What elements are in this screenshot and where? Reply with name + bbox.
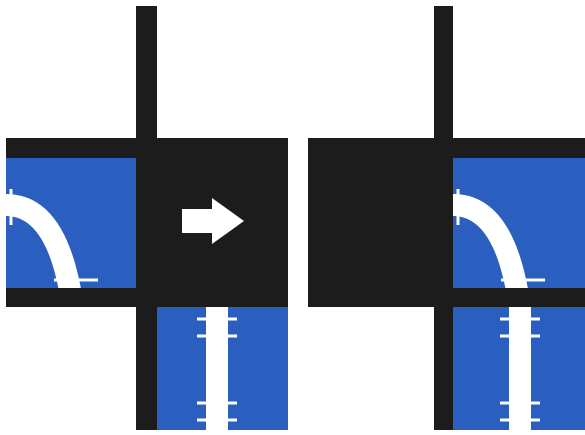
straight-pipe-icon (157, 307, 288, 430)
curved-pipe-icon (453, 158, 585, 288)
board-after (308, 6, 585, 430)
tile-white[interactable] (308, 6, 434, 138)
tile-pipe-curve[interactable] (6, 158, 136, 288)
tile-white[interactable] (308, 307, 434, 430)
curved-pipe-icon (6, 158, 136, 288)
tile-white[interactable] (157, 6, 288, 138)
tile-pipe-curve[interactable] (453, 158, 585, 288)
tile-white[interactable] (6, 307, 136, 430)
tile-white[interactable] (453, 6, 585, 138)
right-arrow-icon (182, 198, 244, 244)
tile-white[interactable] (6, 6, 136, 138)
board-before (6, 6, 288, 430)
tile-pipe-straight[interactable] (157, 307, 288, 430)
straight-pipe-icon (453, 307, 585, 430)
tile-pipe-straight[interactable] (453, 307, 585, 430)
